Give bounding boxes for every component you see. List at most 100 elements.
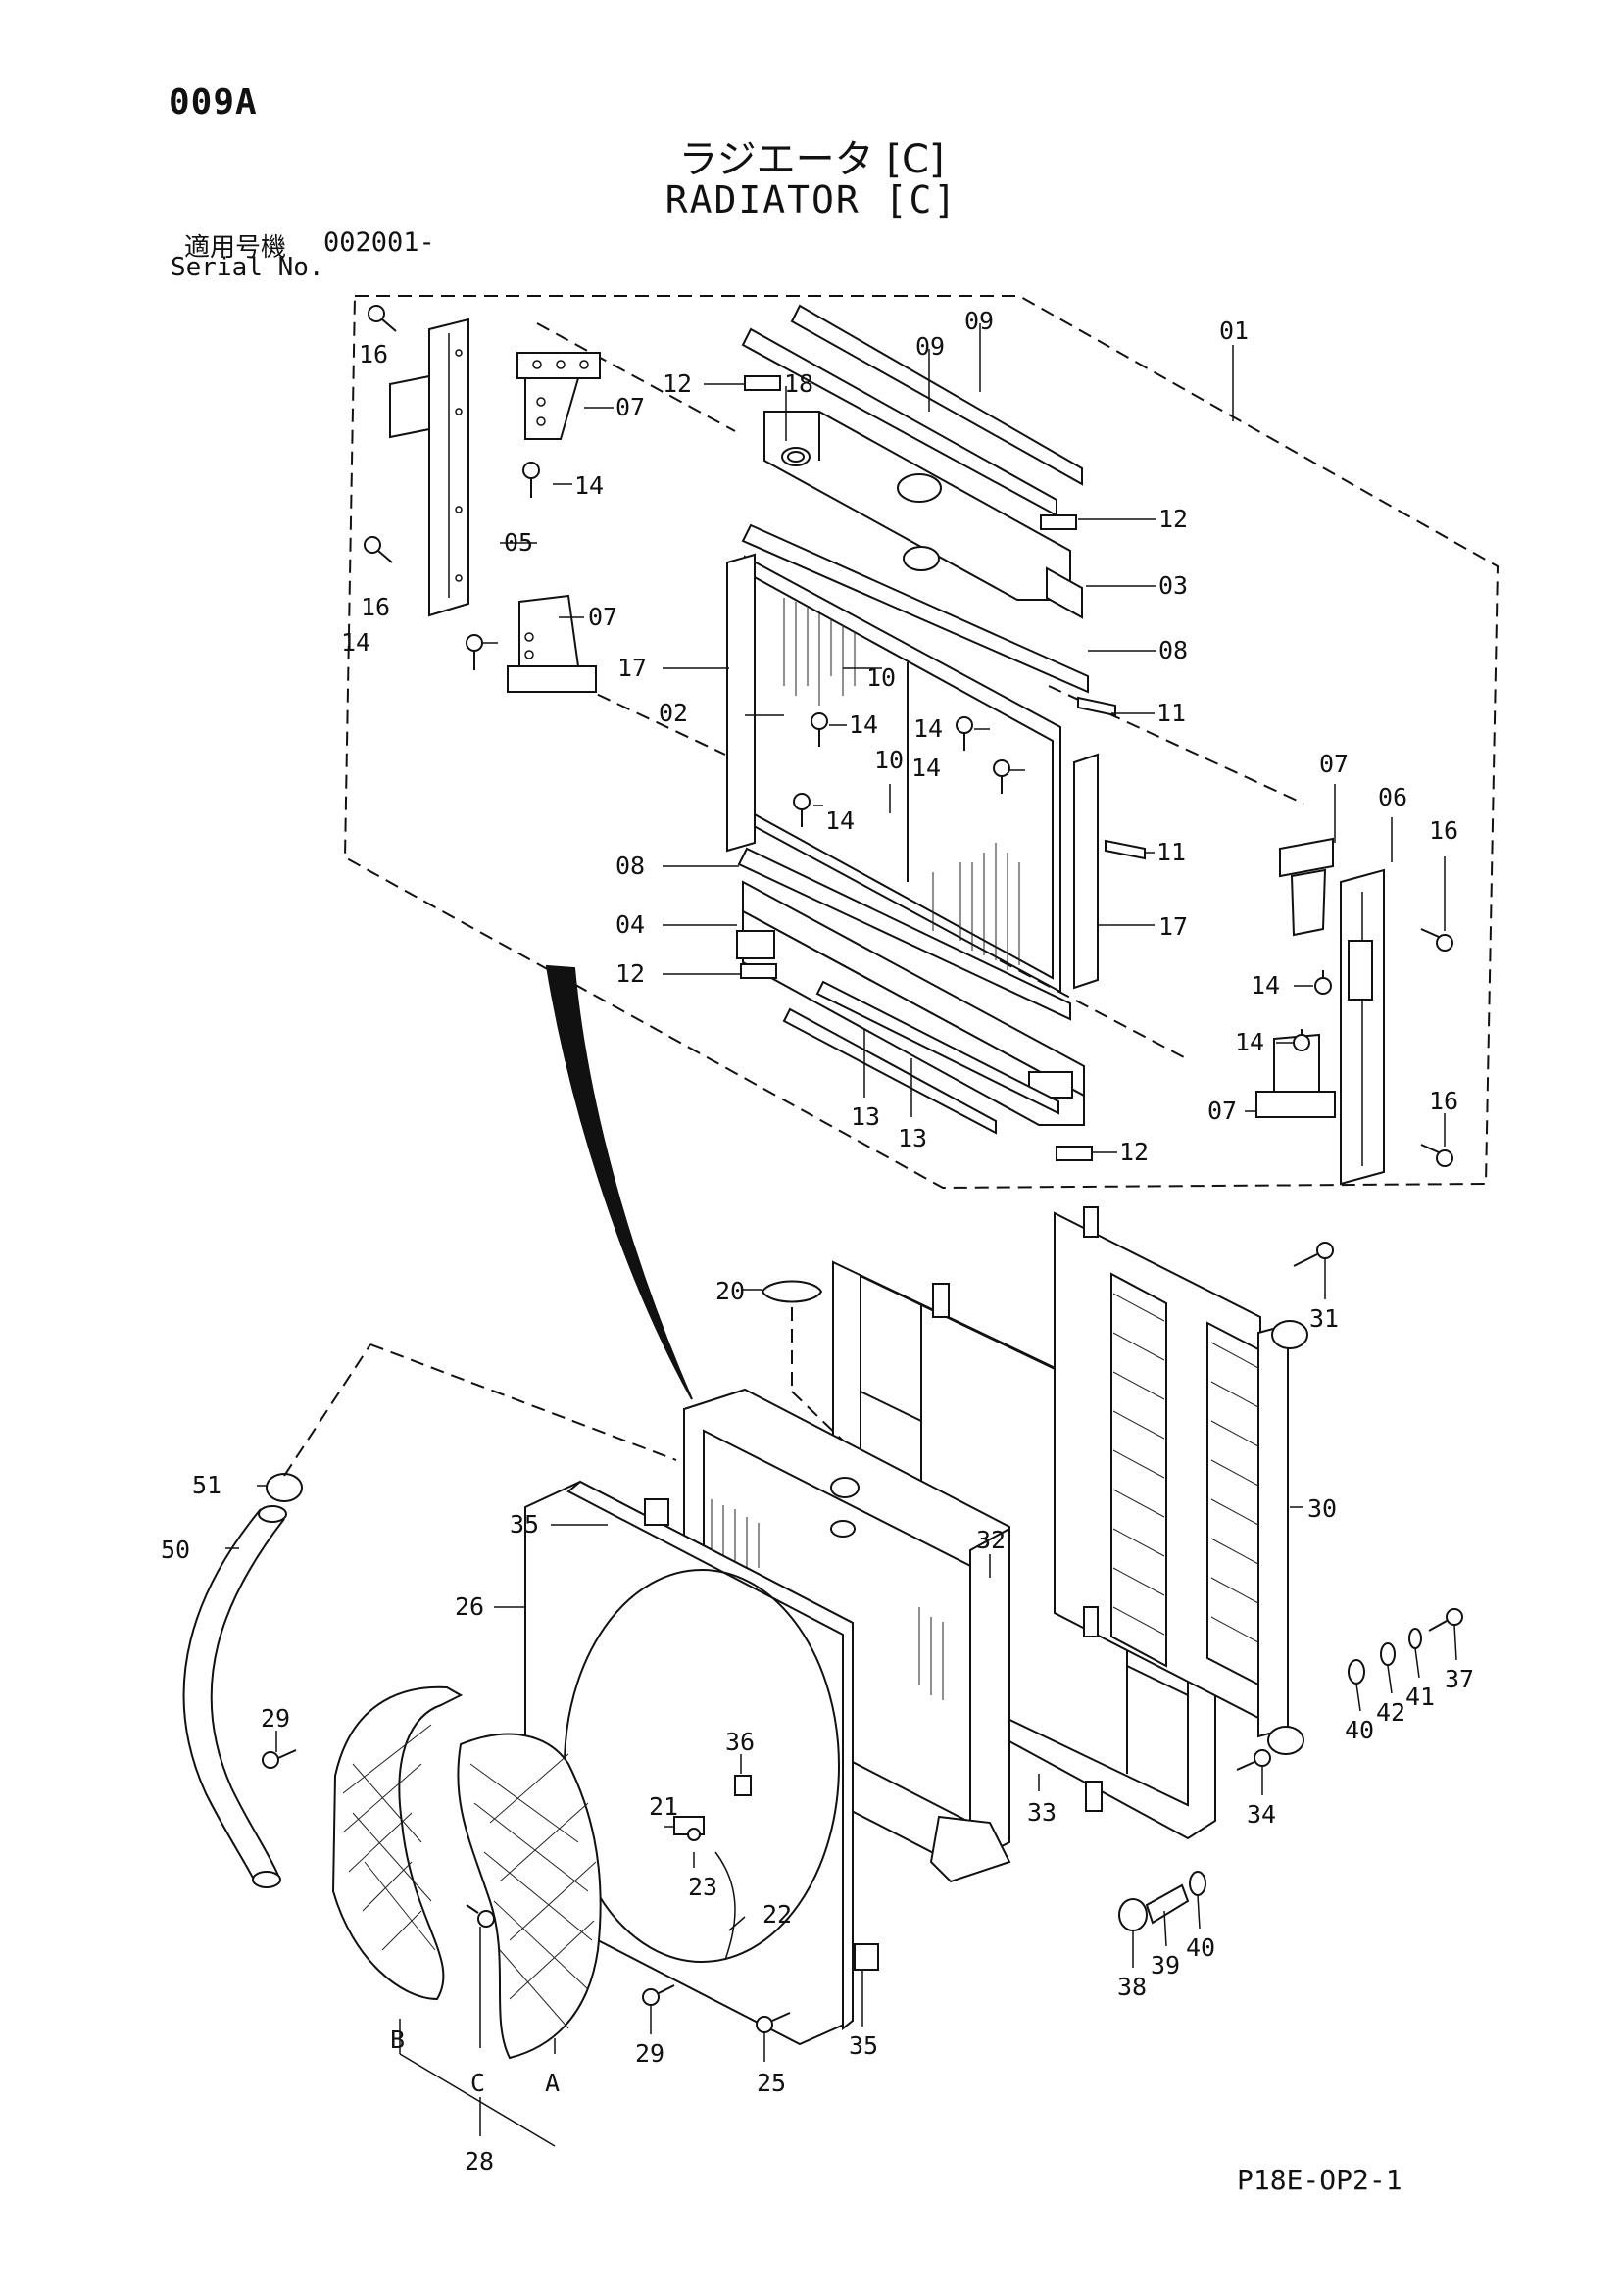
callout-13-a: 13 <box>851 1102 880 1131</box>
callout-37: 37 <box>1445 1665 1474 1693</box>
callout-07-a: 07 <box>615 393 645 421</box>
callout-17-b: 17 <box>1158 912 1188 941</box>
seal-17 <box>726 553 1099 990</box>
bolt-34 <box>1236 1749 1271 1771</box>
callout-01: 01 <box>1219 317 1249 345</box>
bracket-07-upper-left <box>516 352 601 440</box>
callout-14-b: 14 <box>341 628 370 657</box>
callout-40-b: 40 <box>1186 1933 1215 1962</box>
callout-18: 18 <box>784 369 813 398</box>
title-japanese: ラジエータ [C] <box>678 137 945 182</box>
callout-30: 30 <box>1307 1494 1337 1523</box>
radiator-support-right-06 <box>1340 868 1385 1186</box>
callout-05: 05 <box>504 528 533 557</box>
callout-labels: 01 02 03 04 05 06 07 07 07 07 08 08 09 0… <box>161 307 1474 2175</box>
guide-line <box>369 1343 677 1461</box>
callout-16-d: 16 <box>1429 1087 1458 1115</box>
callout-14-a: 14 <box>574 471 604 500</box>
callout-13-b: 13 <box>898 1124 927 1152</box>
bolt-29 <box>262 1749 675 2006</box>
callout-32: 32 <box>976 1526 1006 1554</box>
callout-09-b: 09 <box>915 332 945 361</box>
callout-33: 33 <box>1027 1798 1057 1827</box>
leader-lines-upper <box>482 323 1446 1153</box>
callout-14-g: 14 <box>1251 971 1280 1000</box>
callout-36: 36 <box>725 1728 755 1756</box>
hose-clamp-51 <box>266 1473 303 1502</box>
upper-tank-03 <box>763 411 1083 619</box>
callout-07-c: 07 <box>1319 750 1349 778</box>
callout-08-b: 08 <box>615 852 645 880</box>
callout-12-c: 12 <box>615 959 645 988</box>
callout-c: C <box>470 2069 485 2097</box>
bolt-16 <box>364 305 1453 1167</box>
callout-10-b: 10 <box>874 746 904 774</box>
callout-35-b: 35 <box>849 2031 878 2060</box>
assembly-arrow <box>545 964 693 1400</box>
callout-10-a: 10 <box>866 663 896 692</box>
serial-label-japanese: 適用号機 <box>184 233 287 263</box>
radiator-support-left-05 <box>389 318 469 617</box>
callout-11-a: 11 <box>1156 699 1186 727</box>
callout-b: B <box>390 2026 405 2054</box>
callout-14-h: 14 <box>1235 1028 1264 1056</box>
callout-23: 23 <box>688 1873 717 1901</box>
hose-50 <box>182 1505 287 1888</box>
callout-51: 51 <box>192 1471 221 1499</box>
radiator-core-02 <box>744 555 1061 994</box>
callout-29-a: 29 <box>261 1704 290 1733</box>
callout-28: 28 <box>465 2147 494 2175</box>
leader-lines-lower <box>225 1258 1457 2147</box>
callout-03: 03 <box>1158 571 1188 600</box>
bracket-07-upper-right <box>1279 837 1334 937</box>
plate-08 <box>737 523 1089 1021</box>
washers-40-41-42 <box>1189 1628 1422 1896</box>
callout-50: 50 <box>161 1536 190 1564</box>
callout-14-e: 14 <box>911 754 941 782</box>
fan-shroud-26 <box>524 1480 879 2046</box>
strip-09-upper <box>741 304 1083 517</box>
callout-39: 39 <box>1151 1951 1180 1979</box>
callout-12-d: 12 <box>1119 1138 1149 1166</box>
callout-17-a: 17 <box>617 654 647 682</box>
bolt-31 <box>1293 1242 1334 1267</box>
callout-38: 38 <box>1117 1973 1147 2001</box>
callout-40-a: 40 <box>1345 1716 1374 1744</box>
guide-line <box>283 1343 371 1477</box>
bar-13 <box>782 980 1059 1135</box>
page-id: 009A <box>169 82 258 122</box>
callout-08-a: 08 <box>1158 636 1188 664</box>
serial-label-english: Serial No. <box>171 253 324 282</box>
callout-35-a: 35 <box>510 1510 539 1539</box>
drain-parts <box>673 1775 752 1961</box>
bracket-07-lower-right <box>1255 1033 1336 1118</box>
callout-16-a: 16 <box>359 340 388 368</box>
plate-11 <box>1077 696 1146 860</box>
callout-07-b: 07 <box>588 603 617 631</box>
callout-22: 22 <box>762 1900 792 1929</box>
guide-line <box>791 1391 844 1441</box>
callout-16-c: 16 <box>1429 816 1458 845</box>
oil-cooler-30 <box>1054 1206 1308 1755</box>
callout-34: 34 <box>1247 1800 1276 1829</box>
washer-18 <box>787 451 805 463</box>
bolt-37 <box>1428 1608 1463 1632</box>
callout-a: A <box>545 2069 560 2097</box>
fan-guard-28 <box>331 1685 602 2060</box>
serial-number-value: 002001- <box>323 227 435 258</box>
callout-20: 20 <box>715 1277 745 1305</box>
bracket-07-mid-left <box>507 594 597 693</box>
callout-06: 06 <box>1378 783 1407 811</box>
callout-26: 26 <box>455 1592 484 1621</box>
callout-04: 04 <box>615 910 645 939</box>
drawing-code: P18E-OP2-1 <box>1237 2164 1402 2196</box>
callout-21: 21 <box>649 1792 678 1821</box>
spacer-12 <box>740 375 1093 1161</box>
callout-41: 41 <box>1405 1683 1435 1711</box>
callout-25: 25 <box>757 2069 786 2097</box>
mount-38-39 <box>1118 1883 1190 1931</box>
title-english: RADIATOR [C] <box>664 178 959 221</box>
guide-line <box>536 322 736 432</box>
